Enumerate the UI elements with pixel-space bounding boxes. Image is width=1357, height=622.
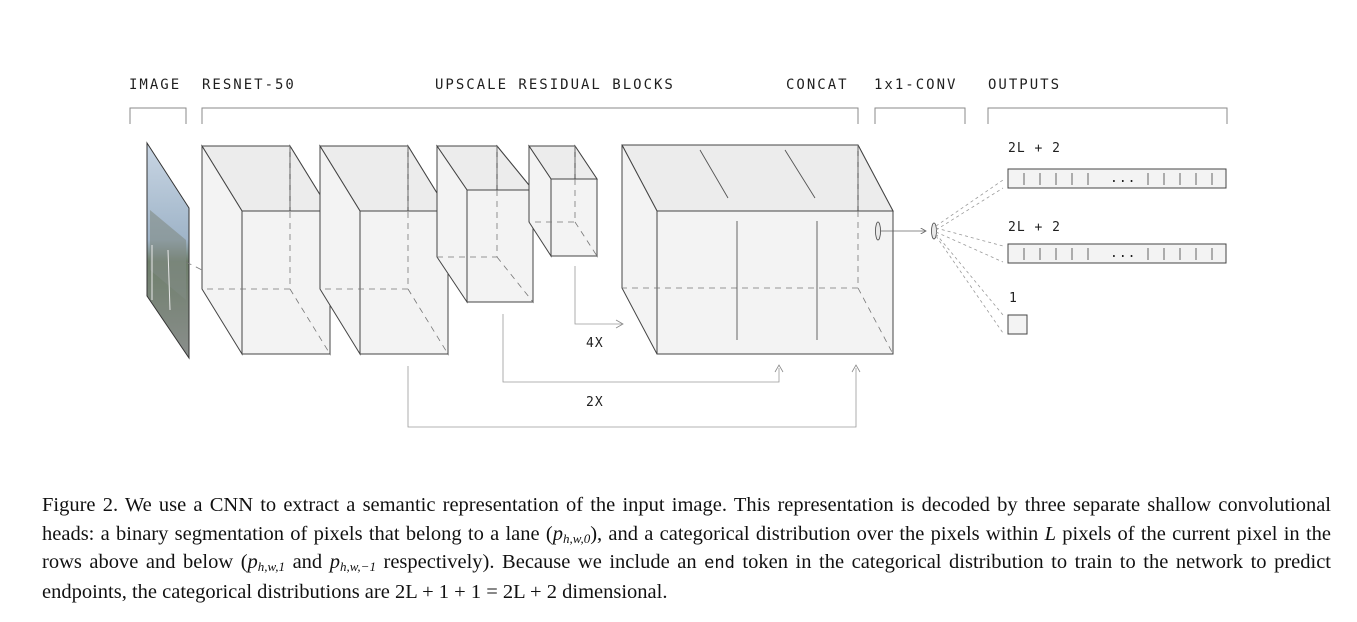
figure-caption: Figure 2. We use a CNN to extract a sema… bbox=[42, 494, 1331, 603]
resnet-block-2 bbox=[319, 144, 449, 356]
output-label: 2L + 2 bbox=[1008, 141, 1061, 156]
upscale-block-2 bbox=[528, 144, 598, 258]
conv-1x1 bbox=[880, 179, 1004, 334]
header-conv: 1x1-CONV bbox=[874, 77, 957, 93]
end-token: end bbox=[704, 553, 735, 573]
network-architecture-diagram: IMAGE RESNET-50 UPSCALE RESIDUAL BLOCKS … bbox=[129, 77, 1228, 428]
output-head-3: 1 bbox=[1007, 291, 1028, 335]
output-ellipsis: ... bbox=[1110, 246, 1136, 261]
input-image bbox=[146, 141, 219, 360]
skip-label-4x: 4X bbox=[586, 336, 604, 351]
skip-connection-4x: 4X bbox=[574, 266, 624, 351]
concat-block bbox=[621, 144, 894, 355]
output-head-2: 2L + 2 ... bbox=[1007, 220, 1227, 264]
header-upscale: UPSCALE RESIDUAL BLOCKS bbox=[435, 77, 675, 93]
output-ellipsis: ... bbox=[1110, 171, 1136, 186]
output-head-1: 2L + 2 ... bbox=[1007, 141, 1227, 189]
header-image: IMAGE bbox=[129, 77, 181, 93]
upscale-block-1 bbox=[436, 144, 535, 304]
output-label: 2L + 2 bbox=[1008, 220, 1061, 235]
resnet-block-1 bbox=[201, 144, 331, 356]
dimension-formula: 2L + 1 + 1 = 2L + 2 bbox=[394, 580, 557, 603]
output-label: 1 bbox=[1009, 291, 1018, 306]
section-brackets bbox=[129, 107, 1228, 124]
header-outputs: OUTPUTS bbox=[988, 77, 1061, 93]
skip-connection-outer bbox=[407, 364, 861, 428]
skip-connection-2x-inner: 2X bbox=[502, 314, 784, 410]
header-resnet: RESNET-50 bbox=[202, 77, 296, 93]
header-concat: CONCAT bbox=[786, 77, 849, 93]
skip-label-2x: 2X bbox=[586, 395, 604, 410]
